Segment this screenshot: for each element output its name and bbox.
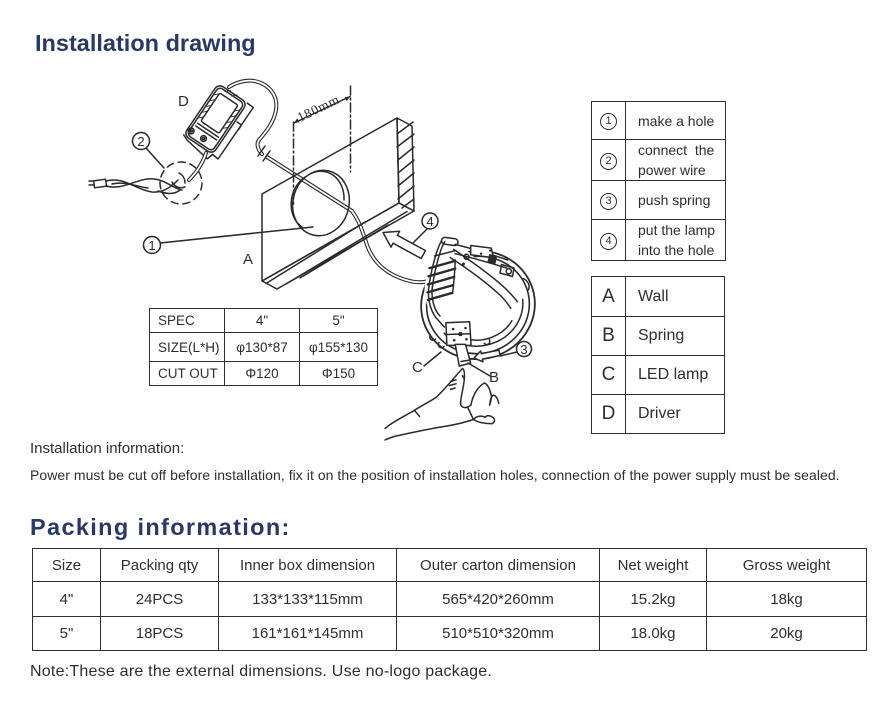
svg-text:4: 4 — [426, 214, 433, 229]
svg-text:2: 2 — [137, 134, 144, 149]
svg-text:3: 3 — [520, 342, 527, 357]
svg-text:1: 1 — [148, 238, 155, 253]
svg-text:180mm: 180mm — [295, 91, 342, 124]
